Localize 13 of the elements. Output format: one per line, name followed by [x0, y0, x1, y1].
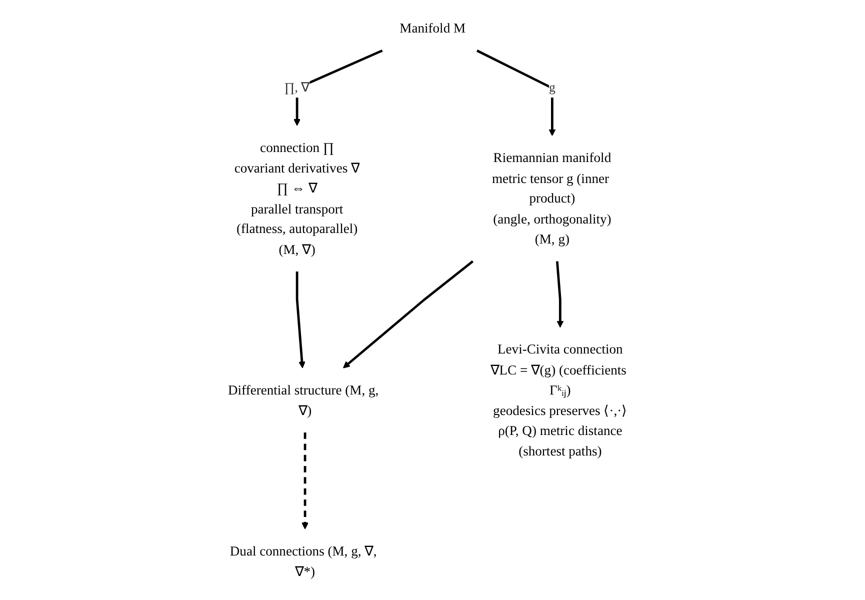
node-text: Differential structure (M, g, ∇): [228, 382, 379, 418]
arrow: [342, 260, 474, 368]
node-text: Levi-Civita connection ∇LC = ∇(g) (coefficients Γᵏᵢⱼ) geodesics preserves ⟨·,·⟩ ρ(P, Q) metric distance (shortest paths): [490, 342, 628, 458]
node-text: Dual connections (M, g, ∇, ∇*): [230, 543, 377, 579]
arrow: [476, 50, 556, 136]
arrow: [301, 432, 308, 530]
arrow: [296, 272, 306, 368]
edge-label: g: [548, 80, 556, 94]
arrow: [556, 261, 564, 328]
node-text: Manifold M: [400, 20, 466, 36]
node-text: Riemannian manifold metric tensor g (inner product) (angle, orthogonality) (M, g): [492, 150, 612, 247]
node-text: connection ∏ covariant derivatives ∇ ∏ ⇔ ∇ parallel transport (flatness, autoparallel) (M, ∇): [234, 140, 360, 257]
edge-label: ∏, ∇: [284, 80, 310, 94]
